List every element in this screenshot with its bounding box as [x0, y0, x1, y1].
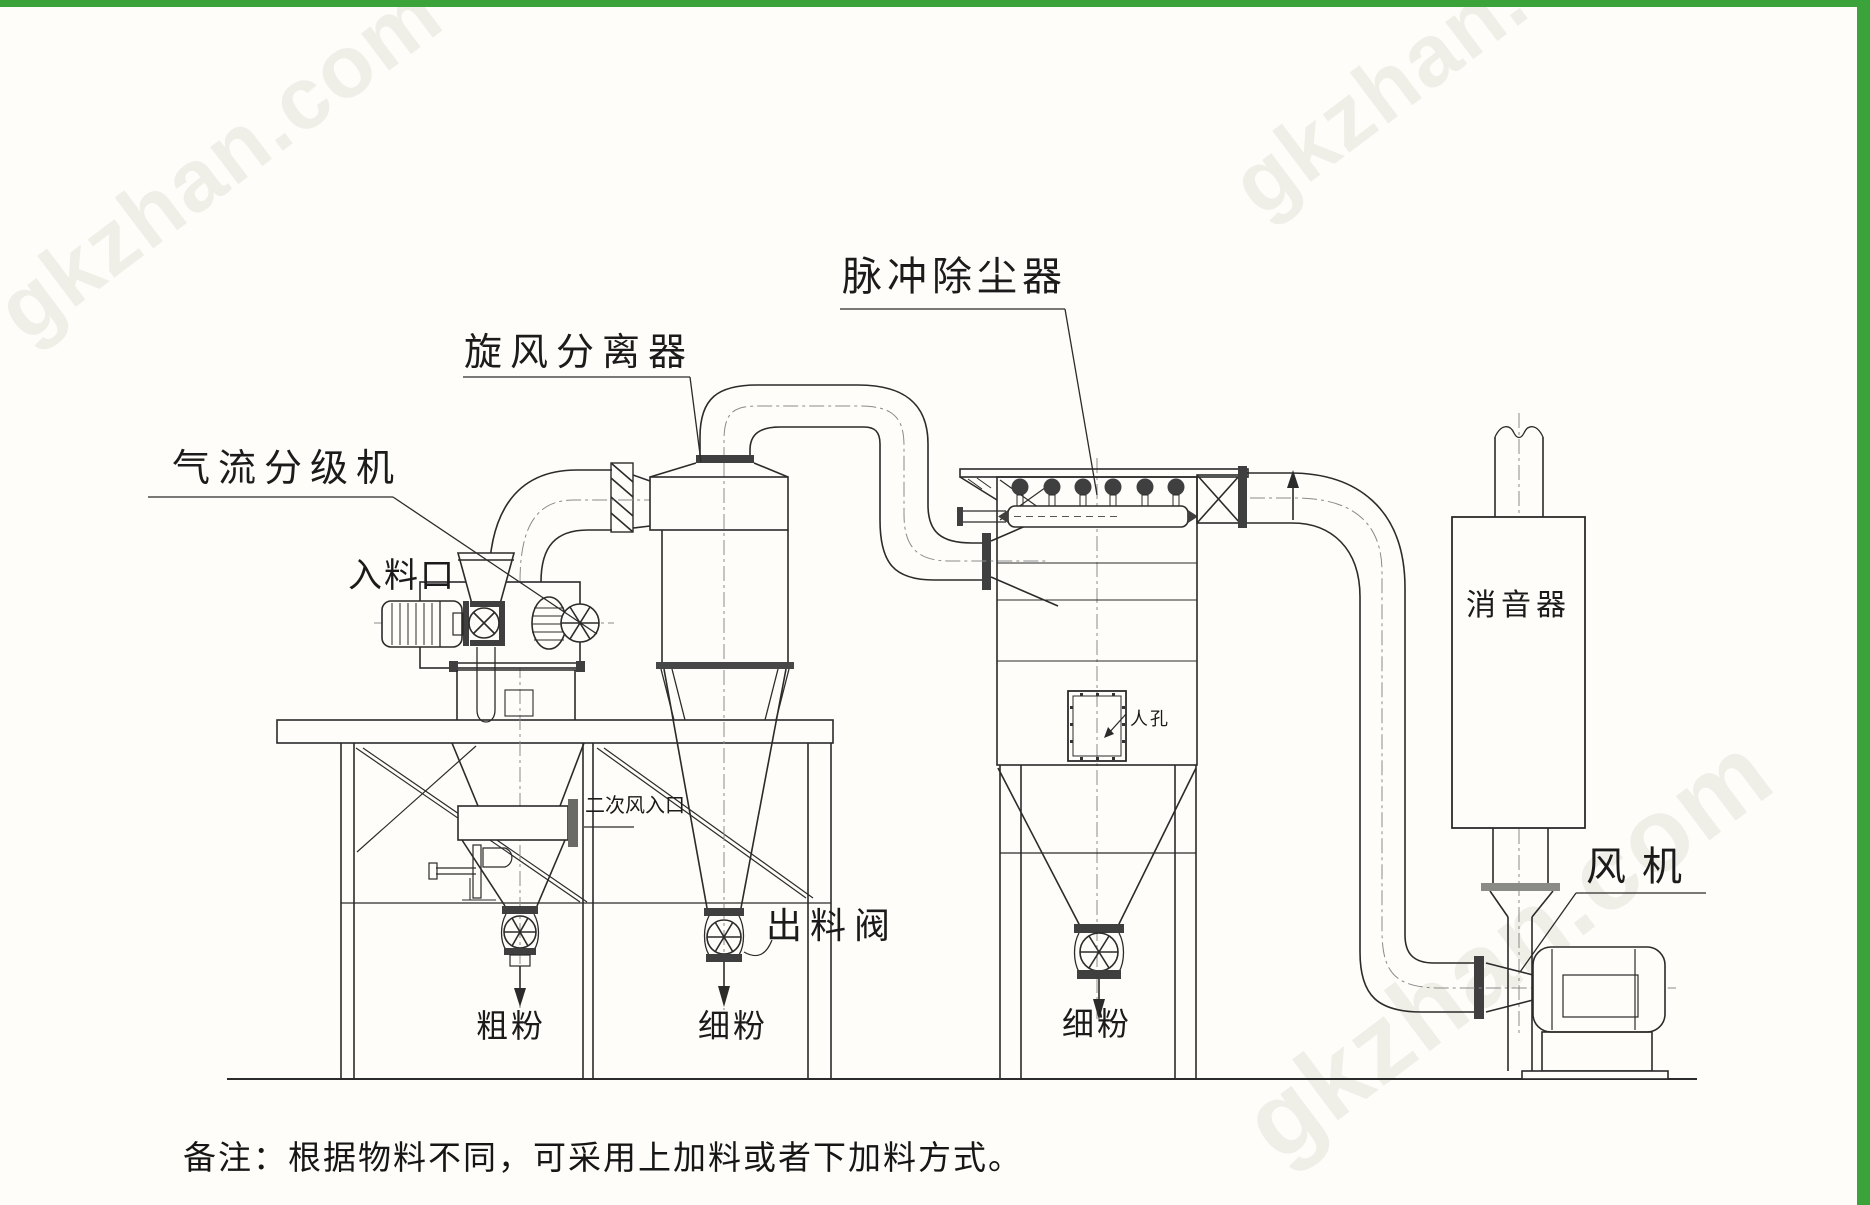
- fan-label: 风 机: [1586, 844, 1685, 889]
- feed-inlet-label: 入料口: [348, 558, 456, 595]
- pulse-dust-collector: [743, 466, 1249, 1078]
- pipe-classifier-to-cyclone: [488, 462, 651, 583]
- classifier-wheel: [531, 596, 600, 650]
- secondary-air-box: [457, 799, 578, 847]
- manhole: [1067, 690, 1127, 762]
- feed-rotary-valve: [463, 601, 505, 646]
- secondary-air-inlet-label: 二次风入口: [585, 795, 685, 817]
- collector-discharge-valve: [1073, 924, 1125, 1020]
- outlet-box: [1196, 466, 1247, 528]
- cyclone-label: 旋风分离器: [464, 332, 695, 374]
- coarse-powder-label: 粗粉: [476, 1008, 547, 1044]
- fan: [1481, 828, 1669, 1080]
- right-green-border: [1857, 0, 1870, 1205]
- cyclone-separator: [649, 455, 794, 1007]
- fan-motor: [1532, 946, 1666, 1033]
- fine-powder-cyclone-label: 细粉: [698, 1008, 769, 1044]
- top-green-border: [0, 0, 1870, 7]
- fine-powder-collector-label: 细粉: [1062, 1006, 1133, 1042]
- cyclone-discharge-valve: [703, 908, 745, 1007]
- manhole-label: 人孔: [1130, 709, 1170, 729]
- air-classifier: [381, 552, 600, 1007]
- muffler: [1451, 426, 1586, 829]
- classifier-label: 气流分级机: [172, 448, 403, 490]
- remark-note: 备注：根据物料不同，可采用上加料或者下加料方式。: [183, 1141, 1023, 1177]
- hand-valve: [428, 844, 513, 901]
- pulse-valves: [1011, 478, 1185, 507]
- discharge-valve-label: 出料阀: [766, 906, 899, 946]
- coarse-discharge-valve: [500, 906, 540, 1007]
- muffler-label: 消音器: [1466, 589, 1571, 622]
- label-leaders: [148, 308, 1706, 973]
- dust-collector-label: 脉冲除尘器: [842, 254, 1067, 299]
- pipe-collector-to-fan: [1247, 470, 1484, 1019]
- pulse-manifold: [957, 505, 1198, 528]
- pipe-cyclone-to-collector: [699, 384, 1059, 607]
- classifier-motor: [381, 600, 464, 648]
